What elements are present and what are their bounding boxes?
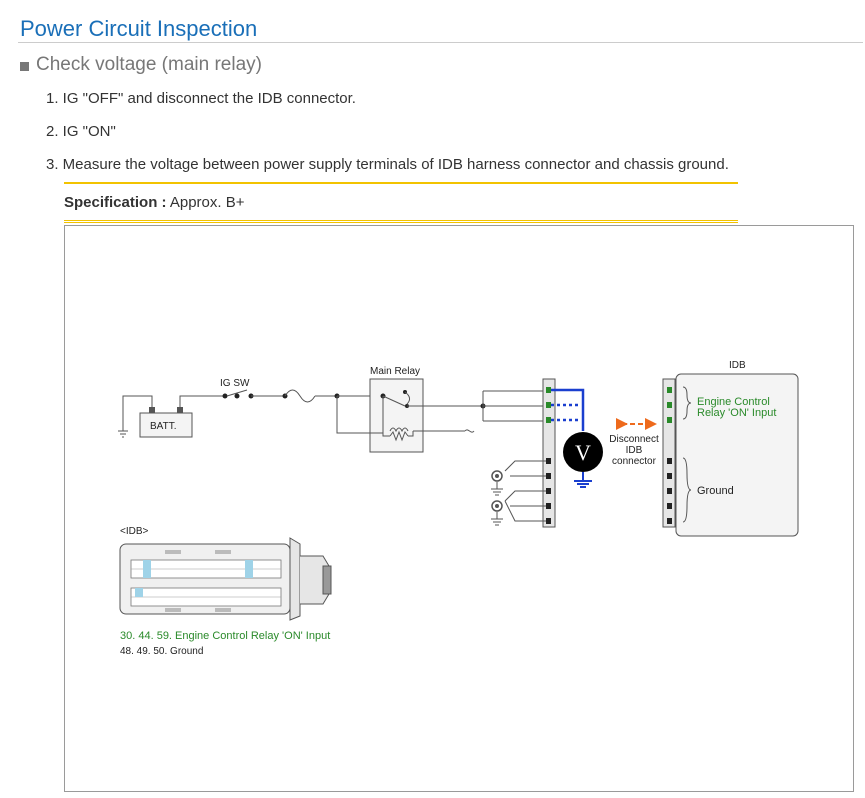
specification-text: Specification : Approx. B+: [64, 194, 245, 211]
specification-value: Approx. B+: [166, 194, 245, 211]
disconnect-label-3: connector: [612, 456, 657, 467]
circuit-diagram: BATT. IG SW Main Relay: [64, 225, 854, 792]
square-bullet-icon: [20, 61, 29, 71]
ig-sw-label: IG SW: [220, 378, 250, 389]
main-relay-label: Main Relay: [370, 366, 420, 377]
disconnect-arrow: Disconnect IDB connector: [609, 418, 659, 467]
step-2: 2. IG "ON": [46, 123, 116, 140]
battery-label: BATT.: [150, 421, 176, 432]
section-heading-text: Check voltage (main relay): [36, 54, 262, 75]
connector-title: <IDB>: [120, 526, 149, 537]
supply-wire: IG SW: [179, 378, 370, 407]
main-relay: Main Relay: [336, 366, 483, 453]
pin-legend-ecr: 30. 44. 59. Engine Control Relay 'ON' In…: [120, 630, 330, 642]
idb-label: IDB: [729, 360, 746, 371]
harness-wires: [480, 390, 543, 422]
battery: BATT.: [118, 395, 193, 438]
title-divider: [18, 42, 863, 43]
step-1: 1. IG "OFF" and disconnect the IDB conne…: [46, 90, 356, 107]
ecr-input-label-2: Relay 'ON' Input: [697, 407, 776, 419]
page-title: Power Circuit Inspection: [20, 16, 258, 41]
specification-label: Specification :: [64, 194, 167, 211]
voltmeter-label: V: [575, 440, 591, 465]
disconnect-label-1: Disconnect: [609, 434, 659, 445]
harness-connector: [542, 378, 556, 528]
specification-box: Specification : Approx. B+: [64, 182, 738, 223]
pin-legend-ground: 48. 49. 50. Ground: [120, 646, 203, 657]
ecr-input-label-1: Engine Control: [697, 396, 770, 408]
disconnect-label-2: IDB: [626, 445, 643, 456]
ground-label: Ground: [697, 485, 734, 497]
step-3: 3. Measure the voltage between power sup…: [46, 156, 729, 173]
idb-module: IDB Engine Control Relay 'ON' Input Grou…: [662, 360, 799, 537]
section-heading: Check voltage (main relay): [20, 54, 262, 76]
voltmeter: V: [551, 388, 603, 488]
idb-connector-face: <IDB> 30. 44. 59. Engine Control Relay '…: [119, 526, 332, 657]
ground-wires: [491, 460, 546, 526]
